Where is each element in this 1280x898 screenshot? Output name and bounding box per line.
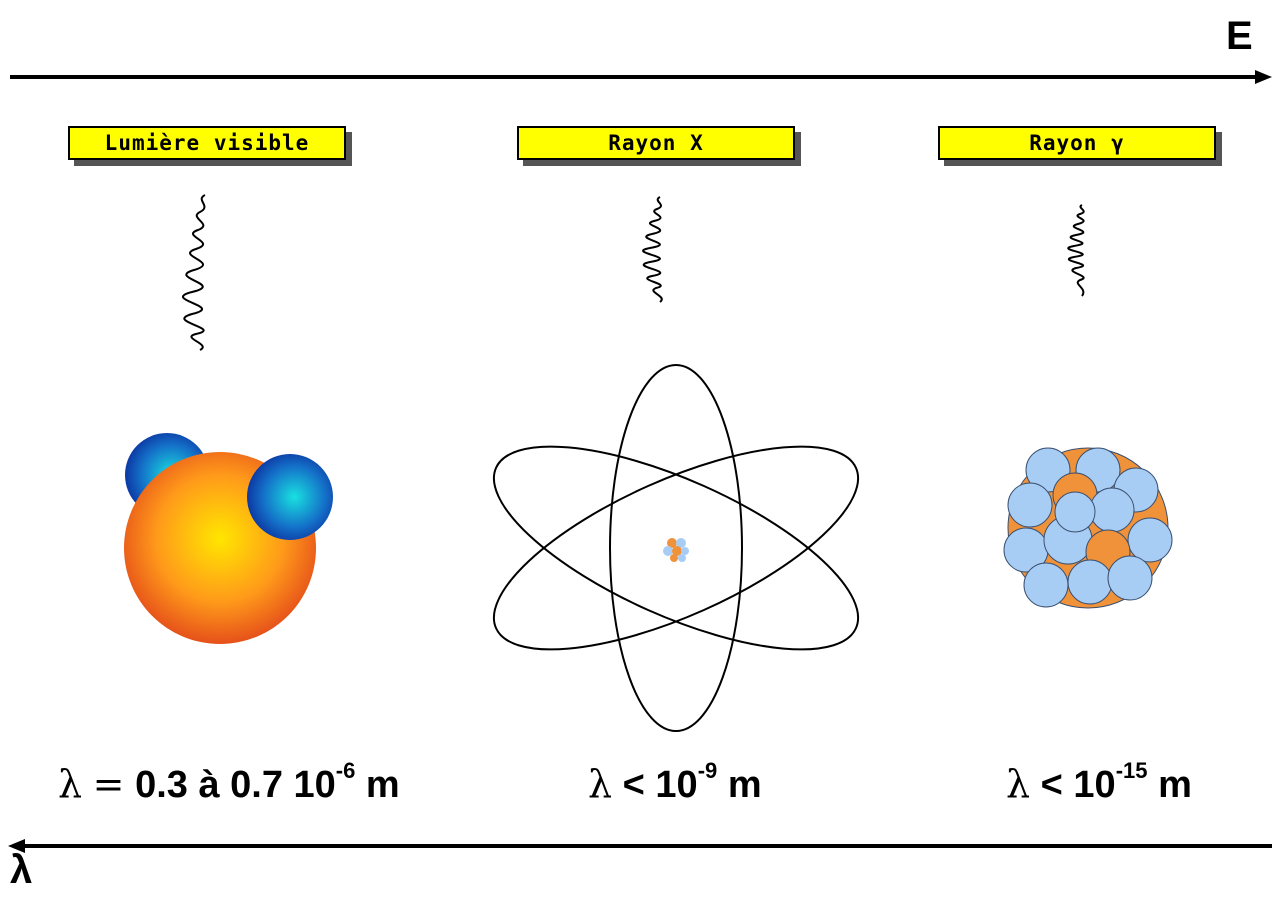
formula-gamma-ray: λ < 10-15 m <box>1006 758 1192 807</box>
formula-exponent: -15 <box>1115 758 1148 783</box>
formula-unit: m <box>1158 764 1192 806</box>
badge-visible-light: Lumière visible <box>68 126 346 160</box>
molecule-icon <box>124 433 333 644</box>
badge-x-ray: Rayon X <box>517 126 795 160</box>
formula-unit: m <box>727 764 762 806</box>
formula-unit: m <box>365 764 400 806</box>
atom-nucleus-icon <box>663 538 689 562</box>
nucleus-icon <box>1003 447 1173 609</box>
formula-x-ray: λ < 10-9 m <box>588 758 762 807</box>
energy-axis-label: E <box>1226 14 1253 58</box>
wavelength-axis-label: λ <box>10 848 33 892</box>
formula-value: 10 <box>655 764 698 806</box>
formula-exponent: -6 <box>335 758 356 783</box>
lambda-symbol: λ <box>588 762 613 806</box>
lambda-symbol: λ <box>58 762 83 806</box>
relation-sign: = <box>92 762 125 806</box>
visible-light-wave-icon <box>182 194 206 351</box>
formula-exponent: -9 <box>697 758 718 783</box>
wavelength-axis-arrow <box>8 839 1272 853</box>
gamma-ray-wave-icon <box>1067 204 1085 297</box>
formula-visible-light: λ = 0.3 à 0.7 10-6 m <box>58 758 400 807</box>
formula-value: 0.3 à 0.7 10 <box>135 764 336 806</box>
x-ray-wave-icon <box>642 196 663 303</box>
lambda-symbol: λ <box>1006 762 1031 806</box>
energy-axis-arrow <box>10 70 1272 84</box>
formula-value: 10 <box>1073 764 1116 806</box>
relation-sign: < <box>622 764 645 806</box>
relation-sign: < <box>1040 764 1063 806</box>
badge-gamma-ray: Rayon γ <box>938 126 1216 160</box>
atom-icon <box>492 364 860 732</box>
